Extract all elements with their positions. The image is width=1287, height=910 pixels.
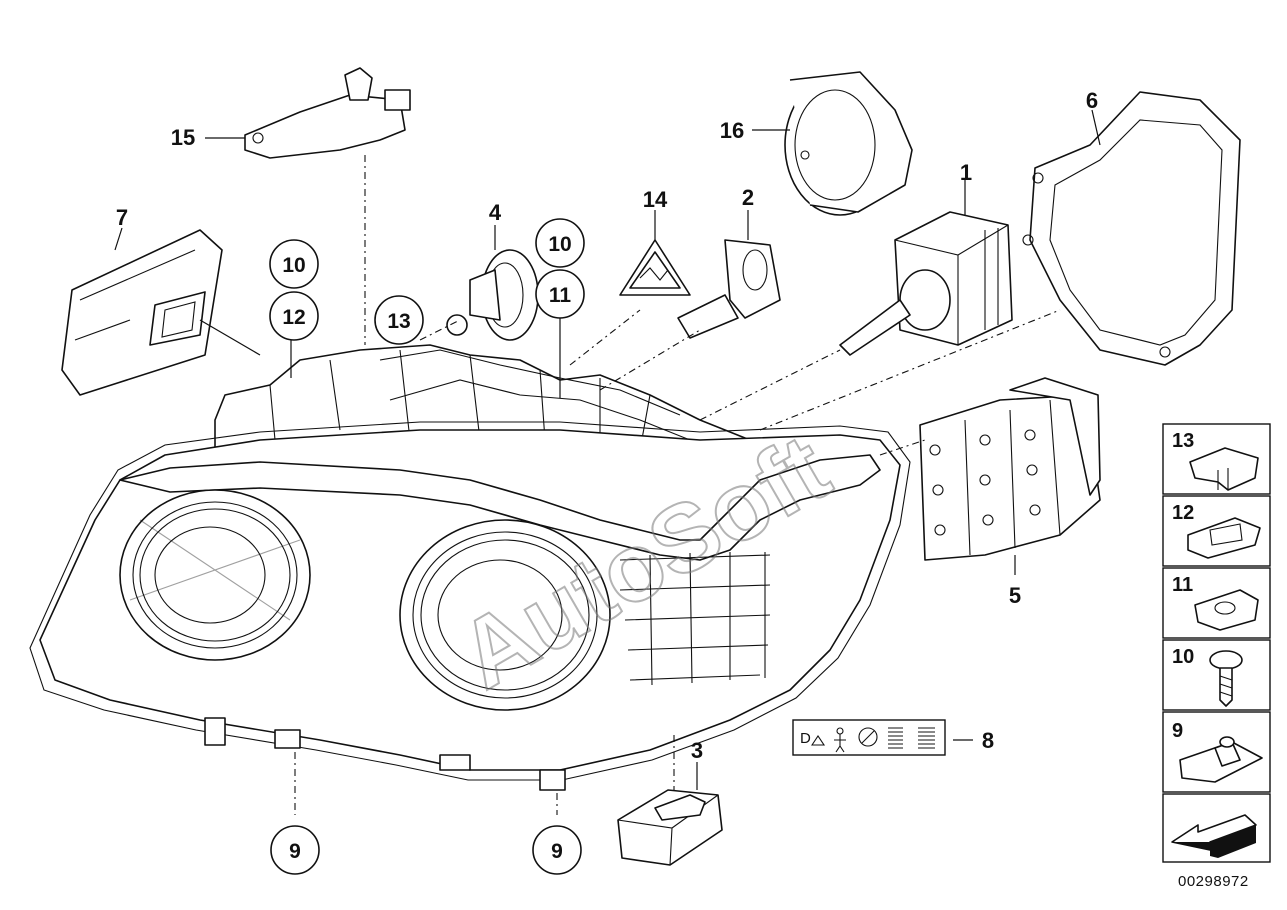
left-projector <box>119 489 311 661</box>
reference-code: 00298972 <box>1178 873 1249 890</box>
circle-9b <box>532 825 582 875</box>
side-box-13-label: 13 <box>1172 430 1194 452</box>
callout-6: 6 <box>1086 88 1098 113</box>
callout-4: 4 <box>489 200 502 225</box>
callout-1: 1 <box>960 160 972 185</box>
callout-5: 5 <box>1009 583 1021 608</box>
part-6-frame <box>1022 91 1241 366</box>
circle-11-label: 11 <box>549 284 572 307</box>
circle-12 <box>269 291 319 341</box>
part-1-igniter <box>839 211 1013 356</box>
circle-10a-label: 10 <box>282 254 305 277</box>
right-projector <box>399 519 611 711</box>
side-box-11-label: 11 <box>1172 574 1193 596</box>
callout-16: 16 <box>720 118 744 143</box>
circle-10b <box>535 218 585 268</box>
headlight-assembly <box>29 344 911 791</box>
circle-11 <box>535 269 585 319</box>
callout-14: 14 <box>643 187 668 212</box>
side-box-10-label: 10 <box>1172 646 1194 668</box>
circle-13-label: 13 <box>387 310 410 333</box>
part-15-cover <box>244 67 411 159</box>
callout-15: 15 <box>171 125 195 150</box>
led-grid <box>619 552 771 686</box>
part-2-bulb <box>677 239 781 339</box>
side-box-12-label: 12 <box>1172 502 1194 524</box>
circle-13 <box>374 295 424 345</box>
circle-9a-label: 9 <box>289 840 301 863</box>
part-5-led-module <box>919 377 1101 561</box>
callout-7: 7 <box>116 205 128 230</box>
circle-9a <box>270 825 320 875</box>
circle-9b-label: 9 <box>551 840 563 863</box>
callout-8: 8 <box>982 728 994 753</box>
fastener-side-panel: 13 12 11 10 9 <box>1162 423 1271 863</box>
circle-10a <box>269 239 319 289</box>
part-16-cap <box>784 71 913 216</box>
circle-10b-label: 10 <box>548 233 571 256</box>
side-box-10 <box>1162 639 1271 711</box>
circle-12-label: 12 <box>282 306 305 329</box>
part-14-warning-label <box>619 239 691 296</box>
label-8-text: D <box>800 730 811 747</box>
circled-callouts: 10 12 13 10 11 9 9 <box>269 218 585 875</box>
part-8-label: D <box>792 719 946 756</box>
part-3-control-unit <box>617 789 723 866</box>
callout-3: 3 <box>691 738 703 763</box>
part-7-ballast <box>61 229 223 396</box>
callout-2: 2 <box>742 185 754 210</box>
part-4-bulb <box>446 249 539 341</box>
side-box-9-label: 9 <box>1172 720 1183 742</box>
leader-lines <box>114 109 1101 815</box>
